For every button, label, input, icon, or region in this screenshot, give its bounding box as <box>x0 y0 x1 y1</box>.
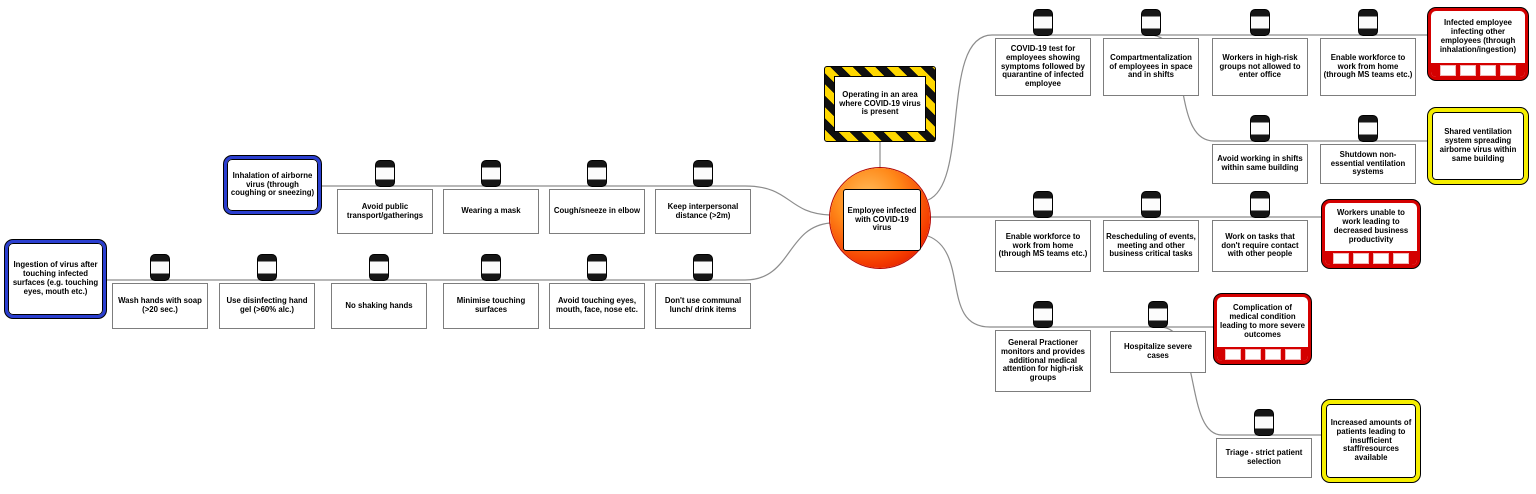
barrier-icon[interactable] <box>1033 301 1053 328</box>
consequence-label: Infected employee infecting other employ… <box>1439 18 1517 54</box>
consequence-node[interactable]: Complication of medical condition leadin… <box>1214 294 1311 364</box>
mitigating-barrier-box[interactable]: General Practioner monitors and provides… <box>995 330 1091 392</box>
hazard-label: Operating in an area where COVID-19 viru… <box>834 76 926 132</box>
consequence-node[interactable]: Infected employee infecting other employ… <box>1428 8 1528 80</box>
barrier-icon[interactable] <box>1250 115 1270 142</box>
consequence-node[interactable]: Workers unable to work leading to decrea… <box>1322 200 1420 268</box>
barrier-icon[interactable] <box>1033 191 1053 218</box>
barrier-icon[interactable] <box>481 160 501 187</box>
preventive-barrier-box[interactable]: No shaking hands <box>331 283 427 329</box>
barrier-icon[interactable] <box>1250 191 1270 218</box>
threat-node-inhalation[interactable]: Inhalation of airborne virus (through co… <box>224 156 321 214</box>
preventive-barrier-box[interactable]: Don't use communal lunch/ drink items <box>655 283 751 329</box>
preventive-barrier-box[interactable]: Minimise touching surfaces <box>443 283 539 329</box>
mitigating-barrier-box[interactable]: Enable workforce to work from home (thro… <box>995 220 1091 272</box>
effectiveness-indicators <box>1431 63 1525 77</box>
mitigating-barrier-box[interactable]: Work on tasks that don't require contact… <box>1212 220 1308 272</box>
mitigating-barrier-box[interactable]: COVID-19 test for employees showing symp… <box>995 38 1091 96</box>
threat-node-ingestion[interactable]: Ingestion of virus after touching infect… <box>5 240 106 318</box>
barrier-icon[interactable] <box>587 160 607 187</box>
preventive-barrier-box[interactable]: Cough/sneeze in elbow <box>549 189 645 234</box>
mitigating-barrier-box[interactable]: Avoid working in shifts within same buil… <box>1212 144 1308 184</box>
barrier-icon[interactable] <box>1358 9 1378 36</box>
barrier-icon[interactable] <box>1254 409 1274 436</box>
consequence-label: Complication of medical condition leadin… <box>1220 303 1305 339</box>
barrier-icon[interactable] <box>1141 191 1161 218</box>
effectiveness-indicators <box>1325 251 1417 265</box>
preventive-barrier-box[interactable]: Keep interpersonal distance (>2m) <box>655 189 751 234</box>
barrier-icon[interactable] <box>257 254 277 281</box>
barrier-icon[interactable] <box>1033 9 1053 36</box>
barrier-icon[interactable] <box>375 160 395 187</box>
hazard-node[interactable]: Operating in an area where COVID-19 viru… <box>824 66 936 142</box>
mitigating-barrier-box[interactable]: Shutdown non-essential ventilation syste… <box>1320 144 1416 184</box>
preventive-barrier-box[interactable]: Avoid touching eyes, mouth, face, nose e… <box>549 283 645 329</box>
barrier-icon[interactable] <box>1141 9 1161 36</box>
barrier-icon[interactable] <box>587 254 607 281</box>
mitigating-barrier-box[interactable]: Hospitalize severe cases <box>1110 331 1206 373</box>
top-event-node[interactable]: Employee infected with COVID-19 virus <box>830 168 930 268</box>
barrier-icon[interactable] <box>369 254 389 281</box>
mitigating-barrier-box[interactable]: Rescheduling of events, meeting and othe… <box>1103 220 1199 272</box>
top-event-label: Employee infected with COVID-19 virus <box>843 189 921 251</box>
escalation-consequence-node[interactable]: Shared ventilation system spreading airb… <box>1428 108 1528 184</box>
barrier-icon[interactable] <box>1358 115 1378 142</box>
consequence-label: Workers unable to work leading to decrea… <box>1333 208 1409 244</box>
mitigating-barrier-box[interactable]: Enable workforce to work from home (thro… <box>1320 38 1416 96</box>
preventive-barrier-box[interactable]: Wash hands with soap (>20 sec.) <box>112 283 208 329</box>
barrier-icon[interactable] <box>1148 301 1168 328</box>
preventive-barrier-box[interactable]: Use disinfecting hand gel (>60% alc.) <box>219 283 315 329</box>
mitigating-barrier-box[interactable]: Triage - strict patient selection <box>1216 438 1312 478</box>
effectiveness-indicators <box>1217 347 1308 361</box>
mitigating-barrier-box[interactable]: Workers in high-risk groups not allowed … <box>1212 38 1308 96</box>
barrier-icon[interactable] <box>150 254 170 281</box>
barrier-icon[interactable] <box>481 254 501 281</box>
preventive-barrier-box[interactable]: Avoid public transport/gatherings <box>337 189 433 234</box>
mitigating-barrier-box[interactable]: Compartmentalization of employees in spa… <box>1103 38 1199 96</box>
barrier-icon[interactable] <box>693 160 713 187</box>
barrier-icon[interactable] <box>1250 9 1270 36</box>
preventive-barrier-box[interactable]: Wearing a mask <box>443 189 539 234</box>
barrier-icon[interactable] <box>693 254 713 281</box>
escalation-consequence-node[interactable]: Increased amounts of patients leading to… <box>1322 400 1420 482</box>
